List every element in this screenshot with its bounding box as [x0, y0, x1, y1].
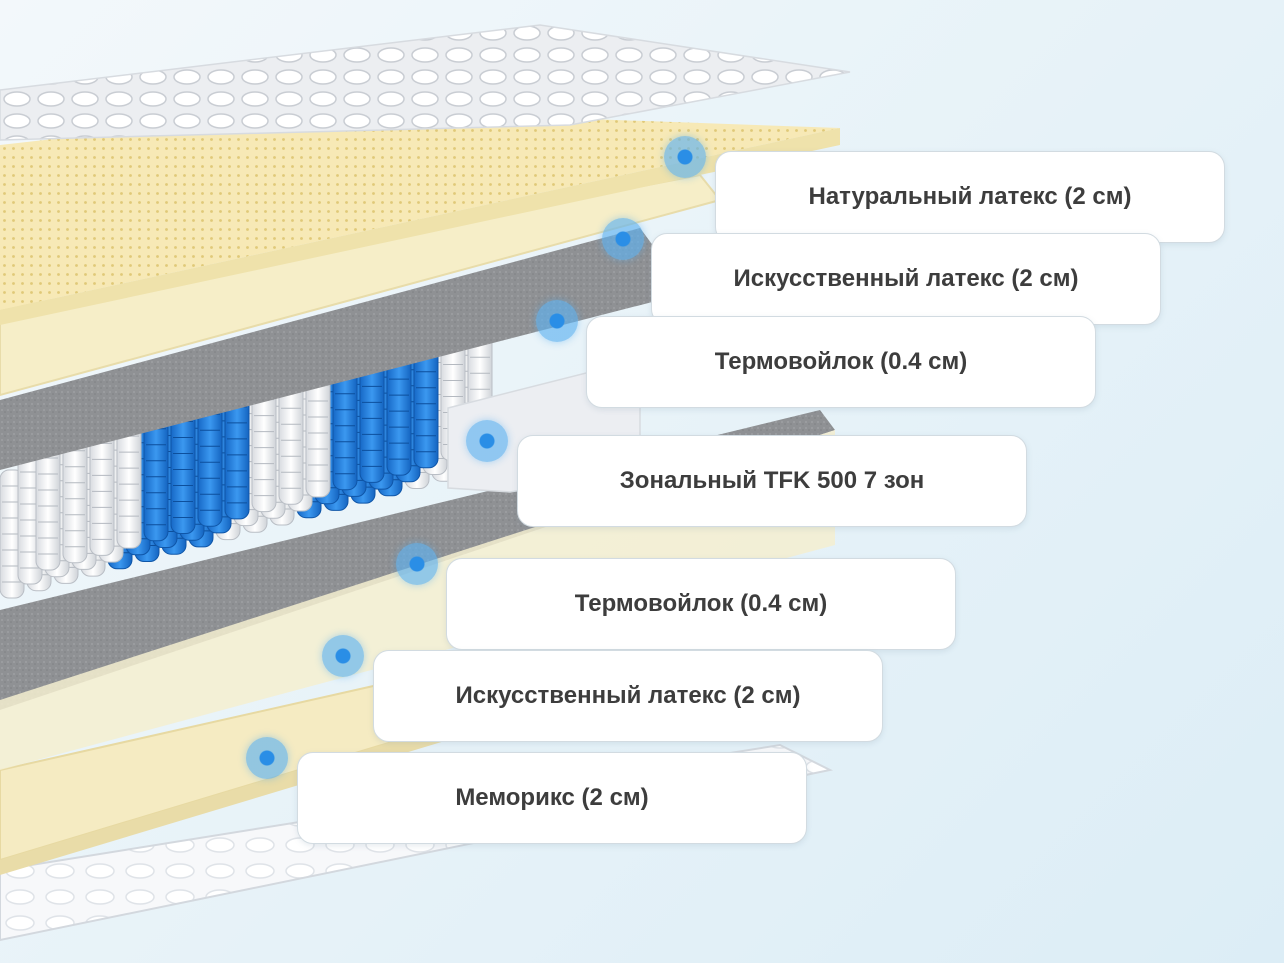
layer-callout-felt-top[interactable]: Термовойлок (0.4 см): [586, 316, 1096, 408]
layer-callout-felt-bottom[interactable]: Термовойлок (0.4 см): [446, 558, 956, 650]
layer-callout-spring-block[interactable]: Зональный TFK 500 7 зон: [517, 435, 1027, 527]
marker-dot-2[interactable]: [602, 218, 644, 260]
natural-latex-layer: [0, 100, 840, 325]
marker-dot-1[interactable]: [664, 136, 706, 178]
spring-coil: [62, 434, 88, 564]
spring-coil-zone: [143, 412, 169, 542]
marker-dot-4[interactable]: [466, 420, 508, 462]
spring-coil-zone: [413, 339, 439, 469]
marker-dot-6[interactable]: [322, 635, 364, 677]
spring-coil: [89, 426, 115, 556]
spring-coil: [116, 419, 142, 549]
spring-coil: [305, 368, 331, 498]
layer-callout-synthetic-latex-bottom[interactable]: Искусственный латекс (2 см): [373, 650, 883, 742]
spring-coil-zone: [359, 353, 385, 483]
quilted-cover-layer: [0, 24, 851, 141]
spring-coil: [35, 441, 61, 571]
layer-callout-memory-foam[interactable]: Меморикс (2 см): [297, 752, 807, 844]
layer-callout-natural-latex[interactable]: Натуральный латекс (2 см): [715, 151, 1225, 243]
marker-dot-7[interactable]: [246, 737, 288, 779]
felt-top-layer: [0, 228, 660, 470]
marker-dot-5[interactable]: [396, 543, 438, 585]
marker-dot-3[interactable]: [536, 300, 578, 342]
layer-callout-synthetic-latex-top[interactable]: Искусственный латекс (2 см): [651, 233, 1161, 325]
